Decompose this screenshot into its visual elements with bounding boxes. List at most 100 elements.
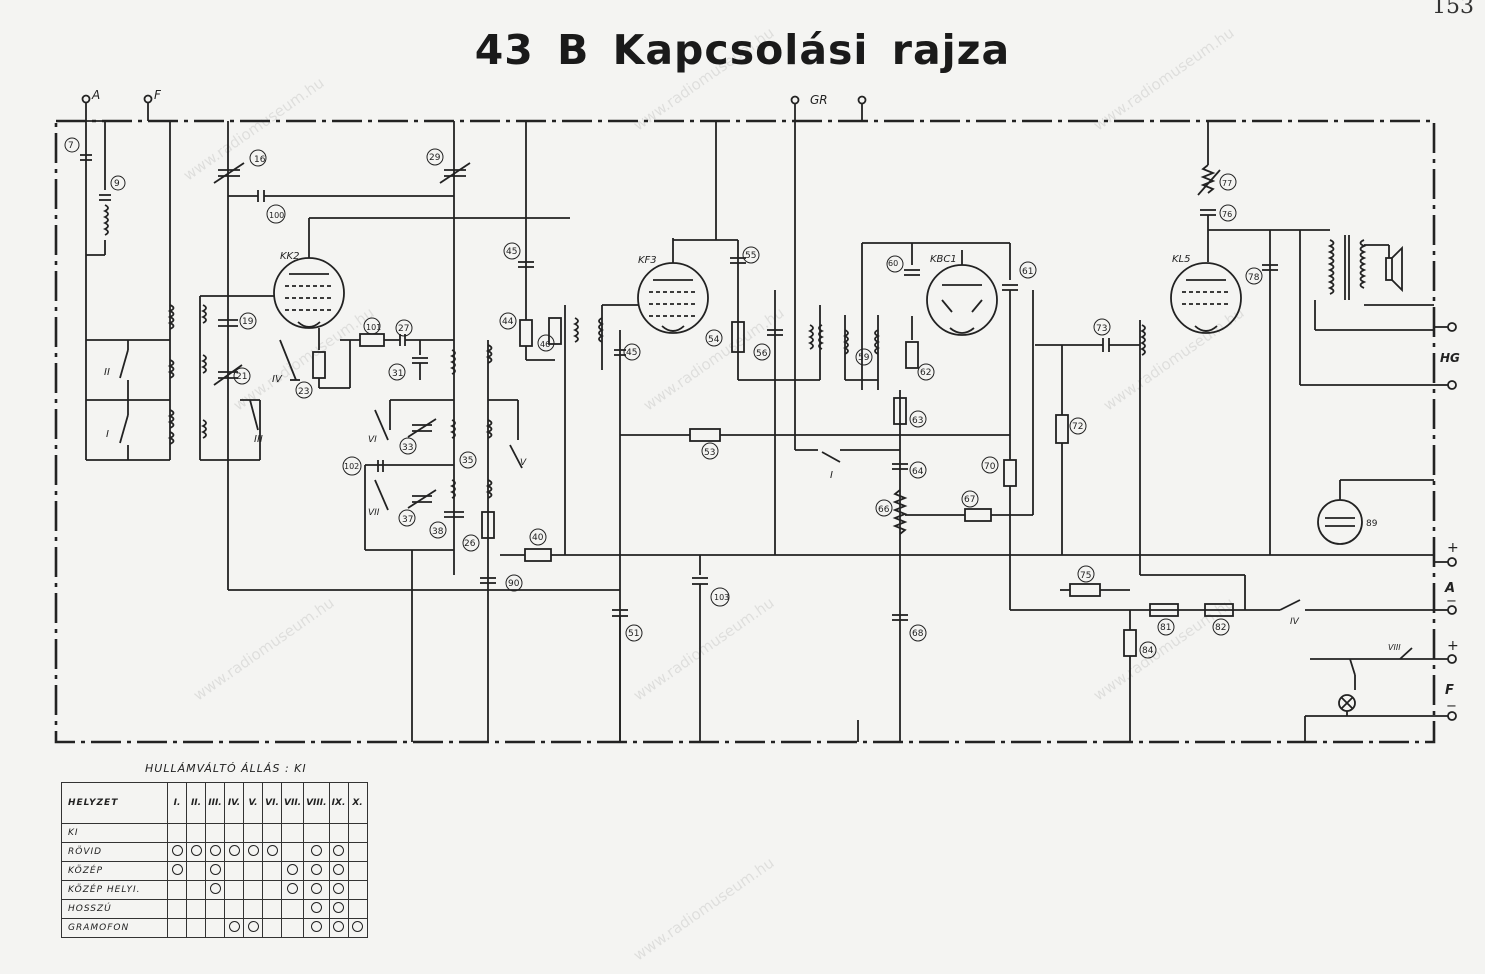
switch-state-cell <box>347 918 368 938</box>
closed-contact-mark <box>209 883 221 894</box>
switch-label: VII <box>368 508 380 518</box>
component-label: 89 <box>1366 519 1378 529</box>
switch-state-cell <box>262 842 282 862</box>
component-label: 51 <box>628 629 639 639</box>
antenna-circuit <box>80 120 175 461</box>
switch-position-label: GRAMOFON <box>61 918 168 938</box>
page-title: 43 B Kapcsolási rajza <box>474 26 1011 74</box>
page-number: 153 <box>1432 0 1474 19</box>
switch-state-cell <box>328 823 349 843</box>
component-label: 46 <box>540 340 550 349</box>
switch-label: IV <box>272 374 283 385</box>
tube-kl5: KL5 <box>1170 254 1242 334</box>
tube-label: KF3 <box>638 255 657 266</box>
switch-state-cell <box>167 899 187 919</box>
switch-label: V <box>520 458 527 468</box>
component-label: 7 <box>68 141 74 151</box>
closed-contact-mark <box>228 921 240 932</box>
switch-state-cell <box>328 861 349 881</box>
terminal-label: − <box>1446 594 1457 609</box>
component-label: 31 <box>392 369 403 379</box>
component-label: 55 <box>745 251 756 261</box>
tube-label: KBC1 <box>930 254 957 265</box>
switch-state-cell <box>224 918 244 938</box>
switch-state-cell <box>280 880 305 900</box>
switch-state-cell <box>243 842 263 862</box>
closed-contact-mark <box>266 845 278 856</box>
terminal-label: HG <box>1440 351 1460 365</box>
tube-label: KL5 <box>1172 254 1191 265</box>
switch-state-cell <box>328 918 349 938</box>
terminal-label: A <box>1444 581 1455 596</box>
closed-contact-mark <box>333 864 345 875</box>
terminal-label: F <box>1445 683 1454 698</box>
switch-state-cell <box>167 880 187 900</box>
switch-label: VI <box>368 435 377 445</box>
switch-column-header: V. <box>243 782 263 824</box>
switch-label: IV <box>1290 617 1300 627</box>
closed-contact-mark <box>287 864 299 875</box>
closed-contact-mark <box>352 921 364 932</box>
component-label: 38 <box>432 527 444 537</box>
earth-terminal: F <box>143 88 162 121</box>
component-label: 77 <box>1222 179 1232 188</box>
switch-state-cell <box>186 823 206 843</box>
component-label: 54 <box>708 335 720 345</box>
component-label: 37 <box>402 515 413 525</box>
closed-contact-mark <box>228 845 240 856</box>
component-label: 64 <box>912 467 924 477</box>
component-label: 70 <box>984 462 996 472</box>
component-label: 62 <box>920 368 931 378</box>
component-label: 40 <box>532 533 544 543</box>
chassis-frame <box>54 119 1436 744</box>
switch-label: I <box>106 429 109 440</box>
table-row: HOSSZÚ <box>61 899 368 919</box>
component-label: 103 <box>714 593 729 602</box>
switch-state-cell <box>186 918 206 938</box>
component-label: 59 <box>858 353 870 363</box>
closed-contact-mark <box>310 864 322 875</box>
closed-contact-mark <box>333 921 345 932</box>
switch-state-cell <box>243 918 263 938</box>
switch-state-cell <box>262 918 282 938</box>
switch-state-cell <box>186 861 206 881</box>
switch-state-cell <box>243 880 263 900</box>
table-row: KÖZÉP HELYI. <box>61 880 368 900</box>
switch-table-caption: HULLÁMVÁLTÓ ÁLLÁS : KI <box>145 762 307 775</box>
switch-column-header: X. <box>347 782 368 824</box>
closed-contact-mark <box>171 864 183 875</box>
switch-state-cell <box>262 823 282 843</box>
closed-contact-mark <box>310 921 322 932</box>
switch-state-cell <box>328 880 349 900</box>
component-label: 19 <box>242 317 254 327</box>
switch-position-label: RÖVID <box>61 842 168 862</box>
switch-state-cell <box>224 823 244 843</box>
closed-contact-mark <box>333 902 345 913</box>
component-label: 21 <box>236 372 247 382</box>
component-label: 44 <box>502 317 514 327</box>
switch-state-cell <box>243 823 263 843</box>
switch-state-cell <box>243 861 263 881</box>
gramofon-terminal: GR <box>790 93 867 450</box>
component-label: 29 <box>429 153 441 163</box>
switch-state-cell <box>224 861 244 881</box>
antenna-terminal: A <box>81 88 100 121</box>
switch-state-cell <box>347 823 368 843</box>
terminal-label: + <box>1447 638 1459 654</box>
component-label: 23 <box>298 387 309 397</box>
component-label: 82 <box>1215 623 1226 633</box>
switch-state-cell <box>167 823 187 843</box>
component-label: 67 <box>964 495 975 505</box>
switch-state-cell <box>303 880 330 900</box>
closed-contact-mark <box>310 902 322 913</box>
switch-position-label: KI <box>61 823 168 843</box>
component-label: 63 <box>912 416 923 426</box>
terminal-label: GR <box>810 93 828 107</box>
component-label: 66 <box>878 505 890 515</box>
switch-state-cell <box>303 918 330 938</box>
switch-state-cell <box>205 842 225 862</box>
switch-state-cell <box>280 918 305 938</box>
switch-state-cell <box>347 880 368 900</box>
closed-contact-mark <box>287 883 299 894</box>
terminal-label: − <box>1446 699 1457 714</box>
